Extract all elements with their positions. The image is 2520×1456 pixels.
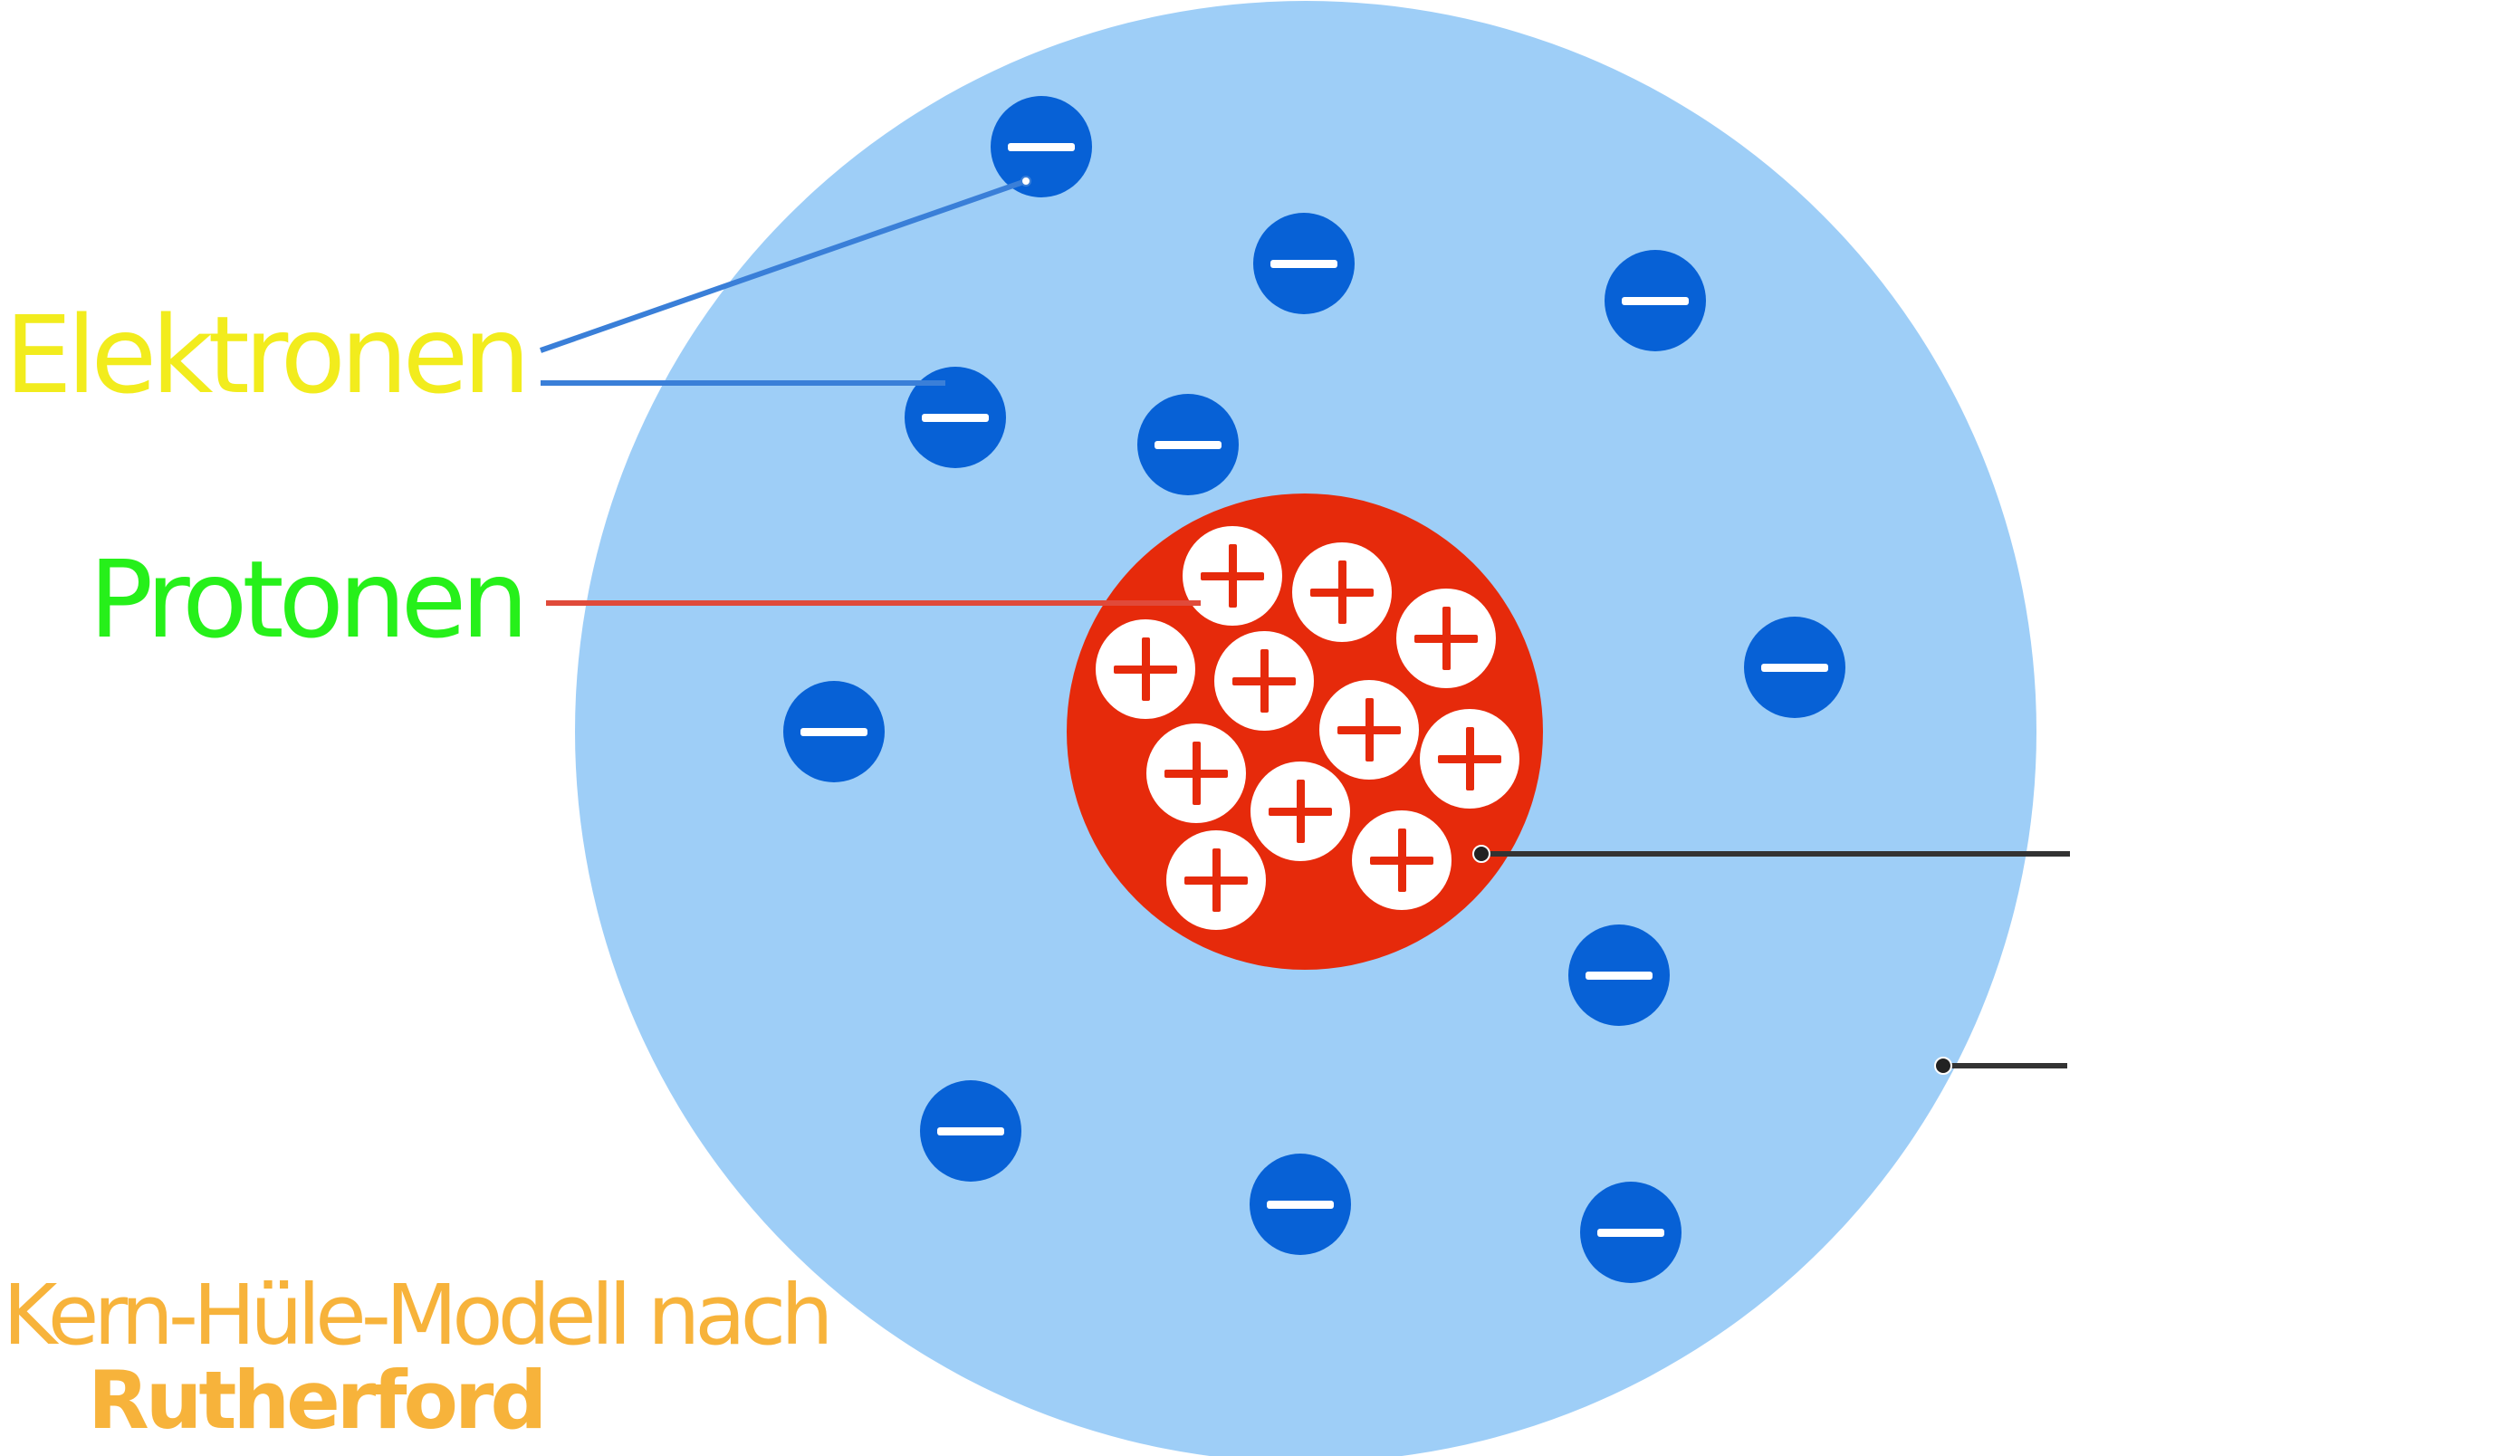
proton [1250, 762, 1350, 861]
plus-sign-vertical [1193, 742, 1201, 805]
electron [920, 1080, 1021, 1182]
proton [1096, 619, 1195, 719]
proton [1420, 709, 1519, 809]
electron [991, 96, 1092, 197]
plus-sign-vertical [1365, 698, 1374, 762]
plus-sign-vertical [1212, 848, 1221, 912]
electron [1568, 924, 1670, 1026]
electron [1744, 617, 1845, 718]
minus-sign [1597, 1229, 1664, 1237]
electron-leader-line [540, 178, 1027, 353]
electron [1250, 1154, 1351, 1255]
minus-sign [1586, 972, 1653, 980]
minus-sign [1008, 143, 1075, 151]
proton [1146, 723, 1246, 823]
minus-sign [1267, 1201, 1334, 1209]
diagram-title: Kern-Hüle-Modell nach [3, 1267, 829, 1364]
minus-sign [1761, 664, 1828, 672]
plus-sign-vertical [1338, 560, 1346, 624]
minus-sign [922, 414, 989, 422]
minus-sign [937, 1127, 1004, 1135]
plus-sign-vertical [1297, 780, 1305, 843]
proton [1292, 542, 1392, 642]
plus-sign-vertical [1260, 649, 1269, 713]
proton [1166, 830, 1266, 930]
electrons-group [783, 96, 1845, 1283]
protons-label: Protonen [89, 537, 523, 662]
electron [905, 367, 1006, 468]
shell-pointer [1934, 1057, 2067, 1075]
proton [1183, 526, 1282, 626]
electron [1580, 1182, 1682, 1283]
diagram-title-name: Rutherford [88, 1354, 543, 1447]
plus-sign-vertical [1229, 544, 1237, 608]
plus-sign-vertical [1466, 727, 1474, 790]
proton [1352, 810, 1452, 910]
protons-group [1096, 526, 1519, 930]
electrons-label: Elektronen [5, 292, 525, 417]
minus-sign [1270, 260, 1337, 268]
electron [783, 681, 885, 782]
electrons-leader-lines [540, 176, 1031, 386]
minus-sign [800, 728, 867, 736]
plus-sign-vertical [1142, 637, 1150, 701]
electron-leader-dot [1020, 176, 1031, 187]
proton [1214, 631, 1314, 731]
shell-pointer-dot [1934, 1057, 1952, 1075]
minus-sign [1622, 297, 1689, 305]
plus-sign-vertical [1442, 607, 1451, 670]
electron [1137, 394, 1239, 495]
electron [1253, 213, 1355, 314]
minus-sign [1155, 441, 1222, 449]
nucleus-pointer-dot [1472, 845, 1490, 863]
proton [1319, 680, 1419, 780]
proton [1396, 589, 1496, 688]
electron [1605, 250, 1706, 351]
plus-sign-vertical [1398, 829, 1406, 892]
nucleus-pointer [1472, 845, 2070, 863]
